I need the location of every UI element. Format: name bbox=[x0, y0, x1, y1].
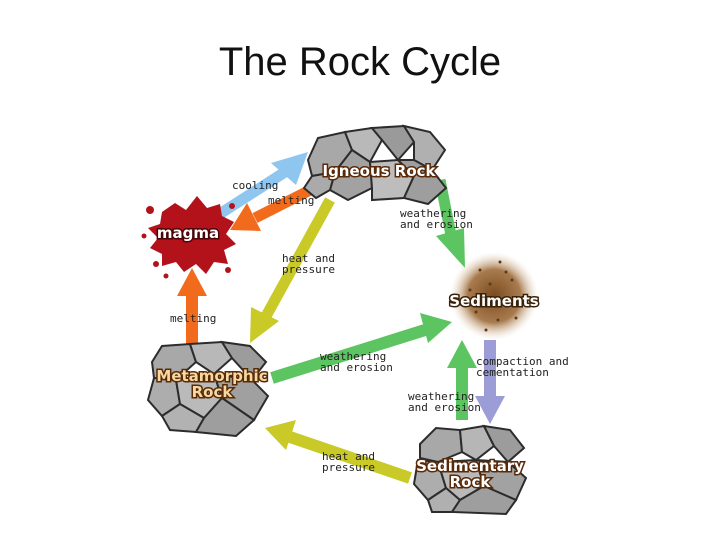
arrow-weathering-sedimentary-to-sediments bbox=[447, 340, 477, 420]
label-weathering2-line2: and erosion bbox=[320, 361, 393, 374]
arrow-heat-pressure-igneous-to-metamorphic bbox=[250, 197, 335, 343]
igneous-rock-label: Igneous Rock bbox=[322, 162, 436, 180]
label-heat2-line1: heat and bbox=[322, 450, 375, 463]
label-melting-top: melting bbox=[268, 194, 314, 207]
sedimentary-rock-label-line1: Sedimentary bbox=[416, 457, 524, 475]
arrow-melting-metamorphic-to-magma bbox=[177, 268, 207, 348]
label-weathering1-line1: weathering bbox=[400, 207, 466, 220]
label-weathering2-line1: weathering bbox=[320, 350, 386, 363]
label-heat2-line2: pressure bbox=[322, 461, 375, 474]
label-weathering3-line1: weathering bbox=[408, 390, 474, 403]
label-compaction-line2: cementation bbox=[476, 366, 549, 379]
metamorphic-rock: Metamorphic Rock bbox=[146, 340, 270, 438]
arrow-cooling bbox=[215, 152, 308, 220]
label-weathering3-line2: and erosion bbox=[408, 401, 481, 414]
sedimentary-rock: Sedimentary Rock bbox=[412, 424, 528, 516]
label-cooling: cooling bbox=[232, 179, 278, 192]
label-heat1-line2: pressure bbox=[282, 263, 335, 276]
arrow-heat-pressure-sedimentary-to-metamorphic bbox=[265, 420, 412, 484]
igneous-rock: Igneous Rock bbox=[302, 124, 448, 206]
label-weathering1-line2: and erosion bbox=[400, 218, 473, 231]
sediments-label: Sediments bbox=[449, 292, 539, 310]
arrow-weathering-metamorphic-to-sediments bbox=[270, 313, 452, 384]
arrow-compaction-sediments-to-sedimentary bbox=[475, 340, 505, 424]
label-heat1-line1: heat and bbox=[282, 252, 335, 265]
label-melting-left: melting bbox=[170, 312, 216, 325]
page-title: The Rock Cycle bbox=[218, 40, 502, 84]
metamorphic-rock-label-line1: Metamorphic bbox=[156, 367, 267, 385]
sedimentary-rock-label-line2: Rock bbox=[450, 473, 492, 491]
sediments-pile: Sediments bbox=[448, 252, 540, 340]
label-compaction-line1: compaction and bbox=[476, 355, 569, 368]
metamorphic-rock-label-line2: Rock bbox=[192, 383, 234, 401]
magma-label: magma bbox=[157, 224, 219, 242]
magma-splash: magma bbox=[141, 196, 236, 279]
